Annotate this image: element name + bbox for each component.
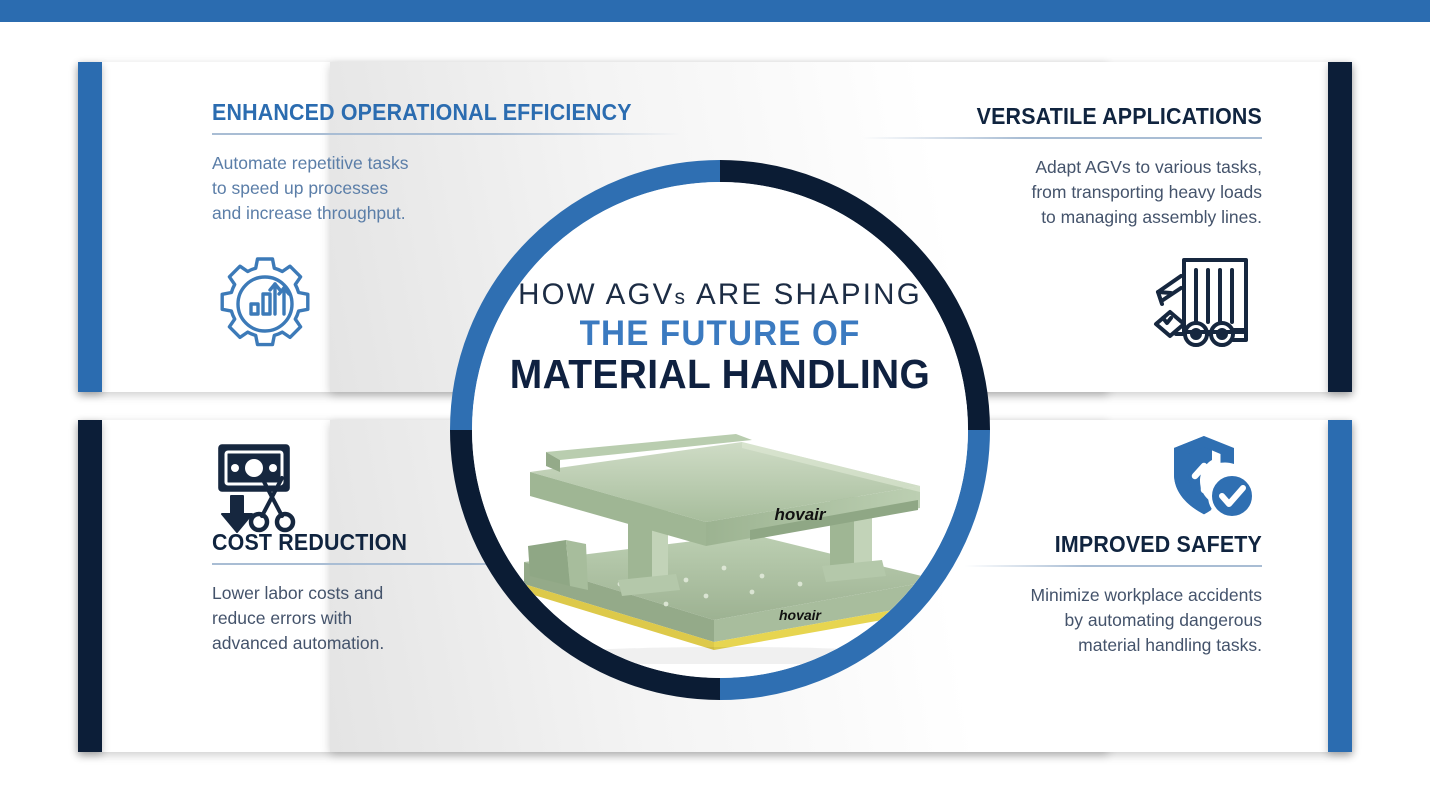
ring-quadrant-top-right: [719, 160, 990, 431]
center-heading: HOW AGVs ARE SHAPING THE FUTURE OF MATER…: [472, 280, 968, 395]
banknote-scissors-down-arrow-icon: [210, 440, 318, 547]
quadrant-top-right-title: VERSATILE APPLICATIONS: [976, 103, 1262, 129]
ring-quadrant-bottom-left: [450, 429, 721, 700]
quadrant-bottom-right-divider: [965, 565, 1262, 568]
ring-quadrant-top-left: [450, 160, 721, 431]
gear-bar-chart-growth-icon: [213, 252, 317, 361]
card-top-left-accent-bar: [78, 62, 102, 392]
quadrant-bottom-left-body: Lower labor costs and reduce errors with…: [212, 583, 385, 653]
trailer-truck-unloading-icon: [1150, 248, 1260, 361]
product-logo-lower: hovair: [779, 607, 823, 623]
quadrant-top-right-body: Adapt AGVs to various tasks, from transp…: [1031, 157, 1262, 227]
card-bottom-left-accent-bar: [78, 420, 102, 752]
quadrant-top-left-body: Automate repetitive tasks to speed up pr…: [212, 153, 409, 223]
quadrant-bottom-left-text: COST REDUCTION Lower labor costs and red…: [212, 530, 642, 656]
quadrant-bottom-right-text: IMPROVED SAFETY Minimize workplace accid…: [965, 532, 1262, 658]
top-accent-bar: [0, 0, 1430, 22]
center-heading-line3: MATERIAL HANDLING: [509, 350, 931, 397]
center-heading-line2: THE FUTURE OF: [579, 313, 861, 353]
quadrant-top-right-text: VERSATILE APPLICATIONS Adapt AGVs to var…: [862, 104, 1262, 230]
product-logo-upper: hovair: [774, 505, 826, 524]
product-image-agv-lift-platform: hovair hovair: [524, 434, 938, 664]
center-heading-line1: HOW AGVs ARE SHAPING: [518, 278, 922, 311]
quadrant-bottom-left-title: COST REDUCTION: [212, 529, 408, 555]
center-disc: HOW AGVs ARE SHAPING THE FUTURE OF MATER…: [472, 182, 968, 678]
quadrant-bottom-right-title: IMPROVED SAFETY: [1054, 531, 1262, 557]
shield-check-up-arrow-icon: [1162, 430, 1258, 531]
quadrant-top-right-divider: [862, 137, 1262, 140]
center-ring: [450, 160, 990, 700]
quadrant-bottom-left-divider: [212, 563, 642, 566]
quadrant-top-left-text: ENHANCED OPERATIONAL EFFICIENCY Automate…: [212, 100, 682, 226]
quadrant-top-left-divider: [212, 133, 682, 136]
card-bottom-right-accent-bar: [1328, 420, 1352, 752]
quadrant-bottom-right-body: Minimize workplace accidents by automati…: [1030, 585, 1262, 655]
center-circle: HOW AGVs ARE SHAPING THE FUTURE OF MATER…: [450, 160, 990, 700]
quadrant-top-left-title: ENHANCED OPERATIONAL EFFICIENCY: [212, 99, 632, 125]
card-top-right-accent-bar: [1328, 62, 1352, 392]
